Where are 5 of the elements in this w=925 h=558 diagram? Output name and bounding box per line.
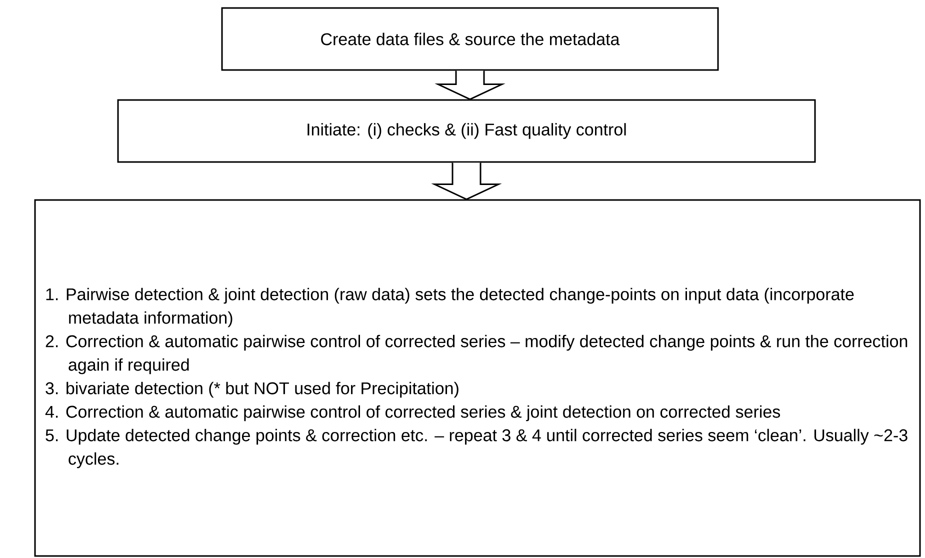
process-box: Create data files & source the metadata (221, 7, 719, 71)
block-arrow (431, 162, 502, 200)
block-arrow (434, 70, 506, 100)
process-box: Initiate: (i) checks & (ii) Fast quality control (117, 99, 816, 163)
steps-box: 1. Pairwise detection & joint detection (raw data) sets the detected change-points on input data (incorporate metadata information) 2. Correction & automatic pairwise control of corrected series – modify detected change points & run the correction again if required 3. bivariate detection (* but NOT used for Precipitation) 4. Correction & automatic pairwise control of corrected series & joint detection on corrected series 5. Update detected change points & correction etc. – repeat 3 & 4 until corrected series seem ‘clean’. Usually ~2-3 cycles. (34, 199, 921, 557)
